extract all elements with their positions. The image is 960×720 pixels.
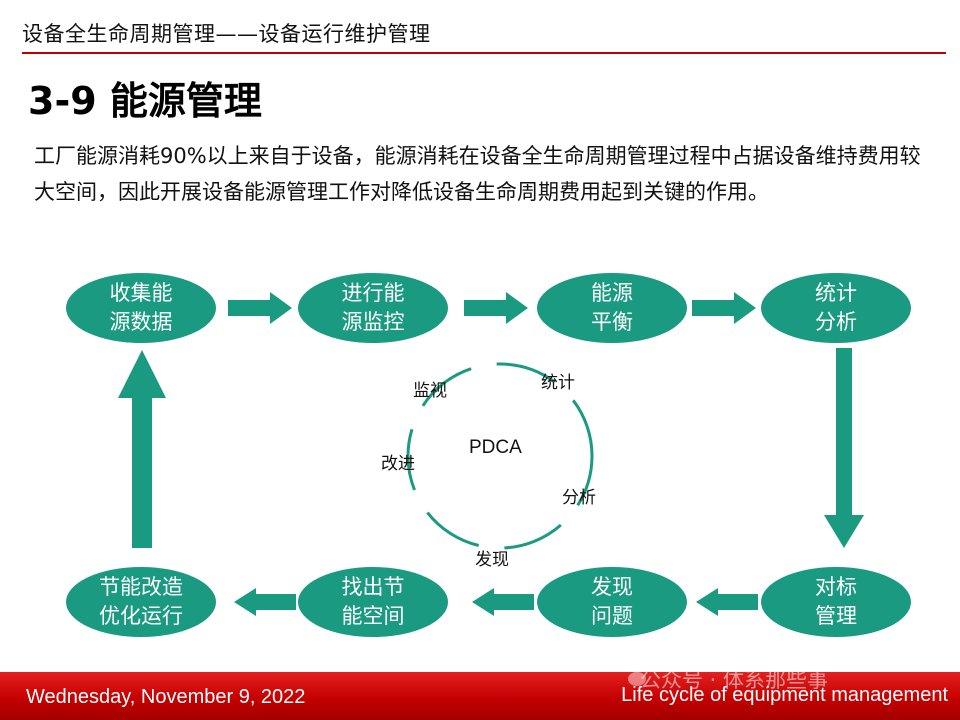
node-find-saving-space: 找出节 能空间 (298, 567, 448, 637)
node-benchmark-management: 对标 管理 (761, 567, 911, 637)
node-retrofit-optimize: 节能改造 优化运行 (66, 567, 216, 637)
footer-date: Wednesday, November 9, 2022 (26, 686, 306, 708)
pdca-cycle-ring (406, 362, 594, 550)
header-divider (22, 52, 946, 54)
arrow-right-1 (228, 292, 292, 324)
body-paragraph: 工厂能源消耗90%以上来自于设备，能源消耗在设备全生命周期管理过程中占据设备维持… (34, 144, 921, 204)
node-collect-energy-data: 收集能 源数据 (66, 273, 216, 343)
cycle-label-analysis: 分析 (562, 488, 596, 508)
cycle-label-stats: 统计 (541, 373, 575, 393)
arrow-down (824, 348, 864, 548)
cycle-label-improve: 改进 (381, 454, 415, 474)
header-title: 设备全生命周期管理——设备运行维护管理 (22, 22, 431, 46)
node-energy-balance: 能源 平衡 (537, 273, 687, 343)
node-energy-monitoring: 进行能 源监控 (298, 273, 448, 343)
footer-course-title: Life cycle of equipment management (621, 684, 948, 706)
pdca-center-label: PDCA (469, 437, 522, 458)
footer-bar (0, 672, 960, 720)
arrow-left-1 (696, 588, 758, 616)
cycle-label-monitor: 监视 (413, 381, 447, 401)
arrow-left-2 (472, 588, 534, 616)
node-find-problems: 发现 问题 (537, 567, 687, 637)
node-statistical-analysis: 统计 分析 (761, 273, 911, 343)
watermark-text: 公众号 · 体系那些事 (640, 668, 829, 692)
arrow-right-3 (692, 292, 756, 324)
arrow-up (118, 350, 166, 548)
arrow-right-2 (464, 292, 528, 324)
arrow-left-3 (234, 588, 296, 616)
wechat-icon (628, 672, 646, 686)
slide-title: 3-9 能源管理 (28, 79, 262, 123)
cycle-label-discover: 发现 (475, 550, 509, 570)
